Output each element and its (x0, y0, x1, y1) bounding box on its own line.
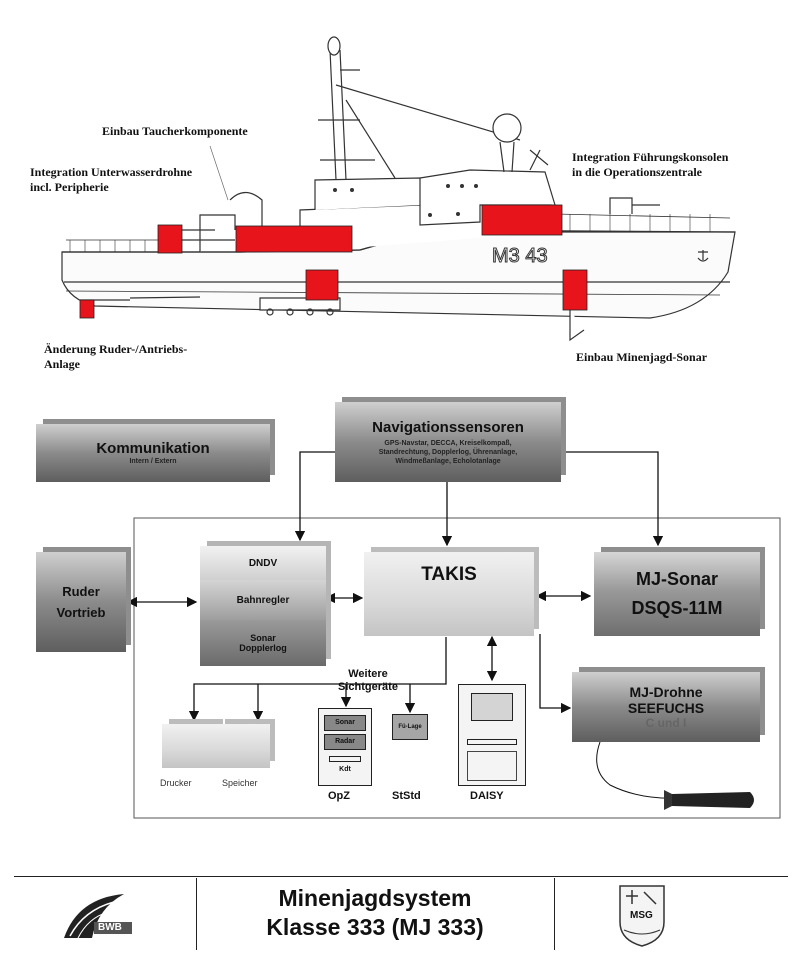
hull-number: M3 43 (492, 245, 548, 267)
box-navigationssensoren: Navigationssensoren GPS-Navstar, DECCA, … (335, 402, 561, 482)
console-ststd: Fü-Lage (392, 714, 428, 740)
box-kommunikation: Kommunikation Intern / Extern (36, 424, 270, 482)
label-sonar: Einbau Minenjagd-Sonar (576, 350, 708, 364)
label-divers: Einbau Taucherkomponente (102, 124, 248, 138)
mast (318, 49, 375, 181)
label-speicher: Speicher (222, 778, 258, 788)
stack-dndv: DNDV (200, 546, 326, 581)
highlight-ops-consoles (481, 204, 563, 236)
label-drone-integration: Integration Unterwasserdrohne incl. Peri… (30, 165, 193, 194)
box-mj-sonar: MJ-Sonar DSQS-11M (594, 552, 760, 636)
box-mj-drohne: MJ-Drohne SEEFUCHS C und I (572, 672, 760, 742)
label-ststd: StStd (392, 790, 421, 802)
label-drucker: Drucker (160, 778, 192, 788)
label-weitere-sichtgeraete: Weitere Sichtgeräte (338, 668, 398, 693)
box-speicher (218, 724, 270, 768)
highlight-diver-module (157, 224, 183, 254)
stack-bahnregler: Bahnregler (200, 580, 326, 621)
highlight-areas (79, 204, 588, 319)
label-rudder: Änderung Ruder-/Antriebs- Anlage (44, 342, 188, 371)
opz-kdt-label: Kdt (339, 766, 351, 773)
towed-drone (664, 790, 754, 810)
system-frame (133, 517, 781, 819)
highlight-sonar (562, 269, 588, 311)
console-daisy (458, 684, 526, 786)
opz-radar-screen: Radar (324, 734, 366, 750)
label-opz: OpZ (328, 790, 350, 802)
box-drucker (162, 724, 218, 768)
label-daisy: DAISY (470, 790, 504, 802)
stack-sonar-dopplerlog: Sonar Dopplerlog (200, 620, 326, 666)
highlight-drone-hangar (305, 269, 339, 301)
bwb-logo-icon (64, 894, 132, 939)
highlight-drone-integration (235, 225, 353, 253)
highlight-rudder (79, 299, 95, 319)
footer-title: Minenjagdsystem Klasse 333 (MJ 333) (266, 885, 484, 940)
opz-sonar-screen: Sonar (324, 715, 366, 731)
crest-logo-icon (619, 885, 665, 947)
logo-right: MSG (616, 882, 668, 948)
radar-dome (492, 113, 522, 143)
ship-drawing: M3 43 (61, 36, 736, 342)
logo-left: BWB (58, 888, 138, 944)
box-stack: DNDV Bahnregler Sonar Dopplerlog (200, 546, 326, 666)
box-takis: TAKIS (364, 552, 534, 636)
label-ops-consoles: Integration Führungskonsolen in die Oper… (572, 150, 729, 179)
console-opz: Sonar Radar Kdt (318, 708, 372, 786)
box-ruder-vortrieb: Ruder Vortrieb (36, 552, 126, 652)
